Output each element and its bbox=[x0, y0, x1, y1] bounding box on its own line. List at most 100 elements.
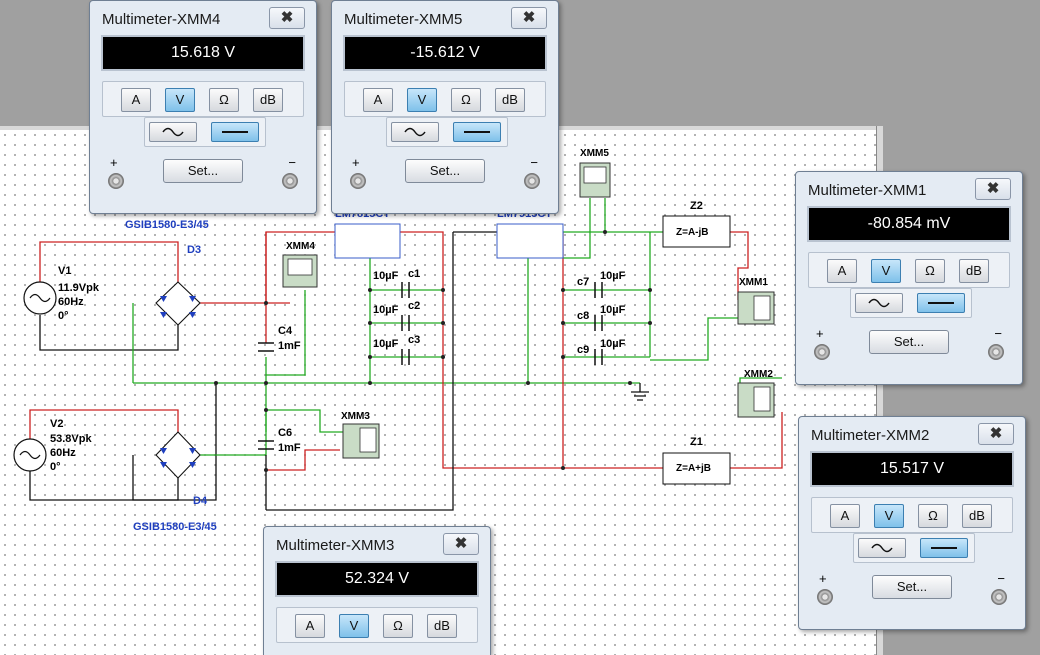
set-button[interactable]: Set... bbox=[405, 159, 485, 183]
negative-terminal-icon[interactable] bbox=[991, 589, 1007, 605]
ac-button[interactable] bbox=[855, 293, 903, 313]
c7-name: c7 bbox=[577, 276, 590, 288]
c7-value: 10µF bbox=[600, 270, 626, 282]
sine-icon bbox=[404, 127, 426, 137]
negative-terminal-icon[interactable] bbox=[524, 173, 540, 189]
ammeter-button[interactable]: A bbox=[827, 259, 857, 283]
v2-freq: 60Hz bbox=[50, 447, 76, 459]
c8-name: c8 bbox=[577, 310, 590, 322]
v2-amp: 53.8Vpk bbox=[50, 433, 92, 445]
multimeter-window-xmm1[interactable]: Multimeter-XMM1 ✖ -80.854 mV A V Ω dB + … bbox=[795, 171, 1023, 385]
ammeter-button[interactable]: A bbox=[363, 88, 393, 112]
voltmeter-button[interactable]: V bbox=[165, 88, 195, 112]
c1-value: 10µF bbox=[373, 270, 399, 282]
xmm5-label: XMM5 bbox=[580, 148, 609, 159]
negative-terminal-label: − bbox=[997, 571, 1005, 586]
negative-terminal-label: − bbox=[994, 326, 1002, 341]
c9-value: 10µF bbox=[600, 338, 626, 350]
ac-button[interactable] bbox=[391, 122, 439, 142]
ac-button[interactable] bbox=[858, 538, 906, 558]
ohmmeter-button[interactable]: Ω bbox=[918, 504, 948, 528]
c1-name: c1 bbox=[408, 268, 421, 280]
ohmmeter-button[interactable]: Ω bbox=[451, 88, 481, 112]
voltmeter-button[interactable]: V bbox=[874, 504, 904, 528]
c4-value: 1mF bbox=[278, 340, 301, 352]
z2-name: Z2 bbox=[690, 200, 703, 212]
reading-display: 52.324 V bbox=[275, 561, 479, 597]
ammeter-button[interactable]: A bbox=[830, 504, 860, 528]
dc-button[interactable] bbox=[453, 122, 501, 142]
ammeter-button[interactable]: A bbox=[295, 614, 325, 638]
positive-terminal-label: + bbox=[816, 326, 824, 341]
ammeter-button[interactable]: A bbox=[121, 88, 151, 112]
decibel-button[interactable]: dB bbox=[495, 88, 525, 112]
positive-terminal-icon[interactable] bbox=[108, 173, 124, 189]
mode-group: A V Ω dB bbox=[102, 81, 304, 117]
z2-value: Z=A-jB bbox=[676, 227, 709, 238]
wave-group bbox=[850, 288, 972, 318]
c2-value: 10µF bbox=[373, 304, 399, 316]
multimeter-window-xmm4[interactable]: Multimeter-XMM4 ✖ 15.618 V A V Ω dB + − … bbox=[89, 0, 317, 214]
bridge-top-label: GSIB1580-E3/45 bbox=[125, 219, 209, 231]
negative-terminal-icon[interactable] bbox=[282, 173, 298, 189]
dc-button[interactable] bbox=[211, 122, 259, 142]
voltmeter-button[interactable]: V bbox=[871, 259, 901, 283]
decibel-button[interactable]: dB bbox=[959, 259, 989, 283]
window-title: Multimeter-XMM3 bbox=[276, 537, 395, 554]
c3-value: 10µF bbox=[373, 338, 399, 350]
voltmeter-button[interactable]: V bbox=[407, 88, 437, 112]
dc-line-icon bbox=[931, 547, 957, 549]
dc-button[interactable] bbox=[917, 293, 965, 313]
multimeter-window-xmm3[interactable]: Multimeter-XMM3 ✖ 52.324 V A V Ω dB bbox=[263, 526, 491, 655]
decibel-button[interactable]: dB bbox=[962, 504, 992, 528]
bridge-bottom-label: GSIB1580-E3/45 bbox=[133, 521, 217, 533]
multimeter-window-xmm2[interactable]: Multimeter-XMM2 ✖ 15.517 V A V Ω dB + − … bbox=[798, 416, 1026, 630]
set-button[interactable]: Set... bbox=[872, 575, 952, 599]
sine-icon bbox=[871, 543, 893, 553]
c4-name: C4 bbox=[278, 325, 293, 337]
positive-terminal-label: + bbox=[819, 571, 827, 586]
negative-terminal-icon[interactable] bbox=[988, 344, 1004, 360]
ohmmeter-button[interactable]: Ω bbox=[915, 259, 945, 283]
v1-amp: 11.9Vpk bbox=[58, 282, 99, 294]
ohmmeter-button[interactable]: Ω bbox=[209, 88, 239, 112]
dc-button[interactable] bbox=[920, 538, 968, 558]
voltmeter-button[interactable]: V bbox=[339, 614, 369, 638]
close-button[interactable]: ✖ bbox=[443, 533, 479, 555]
close-button[interactable]: ✖ bbox=[269, 7, 305, 29]
decibel-button[interactable]: dB bbox=[427, 614, 457, 638]
v1-name: V1 bbox=[58, 265, 72, 277]
mode-group: A V Ω dB bbox=[811, 497, 1013, 533]
close-button[interactable]: ✖ bbox=[978, 423, 1014, 445]
z1-value: Z=A+jB bbox=[676, 463, 712, 474]
window-title: Multimeter-XMM2 bbox=[811, 427, 930, 444]
close-button[interactable]: ✖ bbox=[975, 178, 1011, 200]
positive-terminal-icon[interactable] bbox=[814, 344, 830, 360]
mode-group: A V Ω dB bbox=[808, 252, 1010, 288]
set-button[interactable]: Set... bbox=[163, 159, 243, 183]
close-button[interactable]: ✖ bbox=[511, 7, 547, 29]
wave-group bbox=[144, 117, 266, 147]
dc-line-icon bbox=[928, 302, 954, 304]
multimeter-window-xmm5[interactable]: Multimeter-XMM5 ✖ -15.612 V A V Ω dB + −… bbox=[331, 0, 559, 214]
window-title: Multimeter-XMM4 bbox=[102, 11, 221, 28]
mode-group: A V Ω dB bbox=[344, 81, 546, 117]
set-button[interactable]: Set... bbox=[869, 330, 949, 354]
v1-phase: 0° bbox=[58, 310, 69, 322]
reading-display: 15.618 V bbox=[101, 35, 305, 71]
xmm2-label: XMM2 bbox=[744, 369, 773, 380]
positive-terminal-icon[interactable] bbox=[817, 589, 833, 605]
decibel-button[interactable]: dB bbox=[253, 88, 283, 112]
wave-group bbox=[853, 533, 975, 563]
positive-terminal-label: + bbox=[352, 155, 360, 170]
positive-terminal-icon[interactable] bbox=[350, 173, 366, 189]
c6-name: C6 bbox=[278, 427, 293, 439]
v1-freq: 60Hz bbox=[58, 296, 84, 308]
xmm4-label: XMM4 bbox=[286, 241, 315, 252]
ac-button[interactable] bbox=[149, 122, 197, 142]
positive-terminal-label: + bbox=[110, 155, 118, 170]
reading-display: 15.517 V bbox=[810, 451, 1014, 487]
c6-value: 1mF bbox=[278, 442, 301, 454]
ohmmeter-button[interactable]: Ω bbox=[383, 614, 413, 638]
